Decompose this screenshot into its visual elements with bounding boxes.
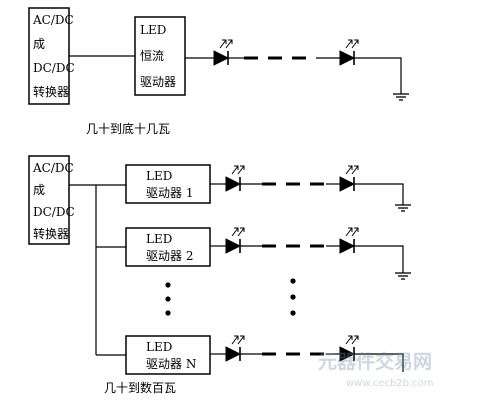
bottom-converter-line1: AC/DC [32, 161, 74, 175]
driver-2-box [125, 227, 211, 267]
watermark-title: 元器件交易网 [318, 350, 432, 373]
rowN-wire-end [354, 353, 404, 372]
top-led-1-icon [213, 39, 233, 66]
top-converter-box [28, 7, 70, 105]
bottom-converter-line2: 成 [33, 183, 45, 197]
driver-2-line1: LED [146, 232, 172, 246]
bottom-converter-line3: DC/DC [33, 205, 75, 219]
top-converter-line2: 成 [33, 37, 45, 51]
top-wire-led2-ground [354, 57, 402, 94]
bottom-converter-box [28, 155, 70, 245]
top-section: AC/DC 成 DC/DC 转换器 LED 恒流 驱动器 几十到底十几瓦 [28, 7, 410, 136]
top-driver-line3: 驱动器 [140, 75, 176, 89]
leds-ellipsis [290, 278, 296, 316]
top-converter-line3: DC/DC [33, 61, 75, 75]
driver-1-box [125, 164, 211, 204]
driver-2-line2: 驱动器 2 [146, 249, 193, 263]
driver-n-line2: 驱动器 N [146, 357, 196, 371]
row1-wire-ground [354, 183, 404, 205]
top-caption: 几十到底十几瓦 [86, 121, 170, 136]
bottom-caption: 几十到数百瓦 [104, 380, 176, 395]
rowN-led-1-icon [225, 335, 245, 362]
driver-1-line1: LED [146, 169, 172, 183]
row2-ground-icon [394, 272, 412, 280]
watermark: 元器件交易网 www.cecb2b.com [318, 350, 434, 389]
row1-led-1-icon [225, 165, 245, 192]
top-converter-line1: AC/DC [32, 13, 74, 27]
top-converter-line4: 转换器 [33, 84, 69, 99]
drivers-ellipsis [165, 282, 171, 316]
top-driver-line2: 恒流 [140, 49, 164, 63]
top-driver-line1: LED [140, 23, 166, 37]
driver-n-line1: LED [146, 340, 172, 354]
row2-wire-ground [354, 245, 404, 273]
row2-led-1-icon [225, 227, 245, 254]
row1-ground-icon [394, 204, 412, 212]
row1-led-2-icon [339, 165, 359, 192]
top-led-2-icon [339, 39, 359, 66]
driver-1-line2: 驱动器 1 [146, 186, 193, 200]
driver-n-box [125, 335, 211, 375]
watermark-url: www.cecb2b.com [346, 378, 434, 389]
bottom-converter-line4: 转换器 [33, 226, 69, 241]
top-driver-box [134, 16, 186, 96]
bottom-section: AC/DC 成 DC/DC 转换器 LED 驱动器 1 LED 驱动器 2 [28, 155, 412, 395]
row2-led-2-icon [339, 227, 359, 254]
top-ground-icon [392, 93, 410, 101]
